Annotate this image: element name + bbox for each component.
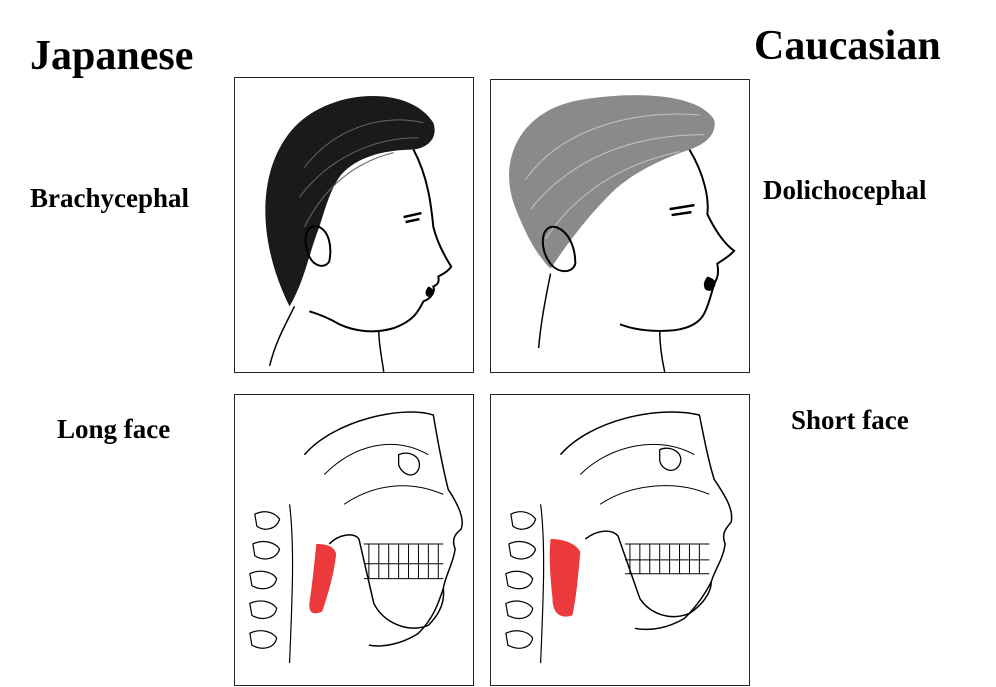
short-face-orbit	[659, 447, 682, 471]
japanese-profile-panel	[234, 77, 474, 373]
long-face-skull-tracing	[249, 411, 463, 663]
heading-japanese: Japanese	[30, 33, 194, 79]
short-face-teeth	[624, 543, 710, 575]
japanese-head-profile-illustration	[265, 95, 453, 372]
caucasian-lips	[703, 276, 716, 291]
japanese-lips	[425, 286, 434, 297]
caucasian-neck	[537, 273, 666, 372]
long-face-skull-outline	[303, 411, 463, 647]
heading-caucasian: Caucasian	[754, 23, 941, 69]
label-short-face: Short face	[791, 405, 909, 435]
short-face-airway-highlight	[549, 539, 581, 617]
label-brachycephal: Brachycephal	[30, 183, 189, 213]
long-face-cervical-spine	[249, 504, 294, 663]
label-long-face: Long face	[57, 414, 171, 444]
short-face-skull-outline	[559, 411, 733, 631]
caucasian-head-profile-illustration	[509, 95, 736, 372]
caucasian-ear	[541, 225, 577, 273]
short-face-cervical-spine	[505, 504, 545, 664]
long-face-teeth	[363, 543, 444, 580]
long-face-xray-panel	[234, 394, 474, 686]
short-face-skull-tracing	[505, 411, 733, 664]
caucasian-eye	[669, 203, 695, 217]
short-face-mandible	[584, 530, 713, 618]
caucasian-hair	[509, 95, 715, 269]
caucasian-face-outline	[619, 149, 736, 332]
japanese-neck	[268, 305, 385, 372]
short-face-xray-panel	[490, 394, 750, 686]
japanese-ear	[304, 225, 332, 267]
long-face-airway-highlight	[309, 543, 337, 614]
japanese-hair	[265, 95, 435, 307]
caucasian-profile-panel	[490, 79, 750, 373]
japanese-face-outline	[309, 149, 453, 333]
label-dolichocephal: Dolichocephal	[763, 175, 927, 205]
long-face-orbit	[397, 452, 421, 476]
japanese-eye	[403, 211, 422, 224]
long-face-mandible	[328, 534, 445, 629]
